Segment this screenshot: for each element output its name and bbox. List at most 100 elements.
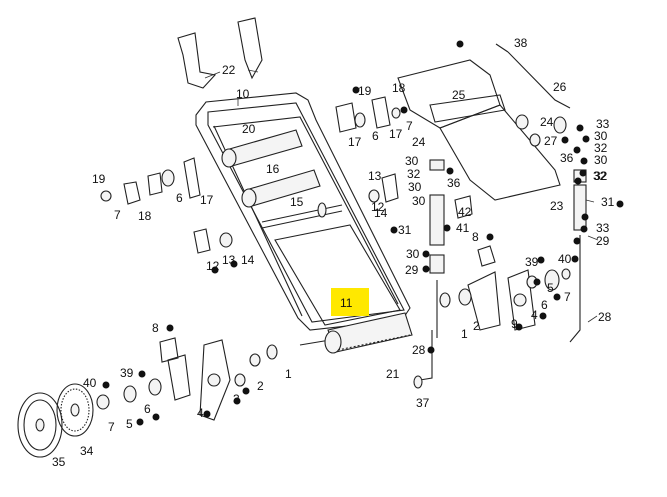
callout-32: 32 — [593, 169, 607, 183]
marker-dot — [580, 225, 588, 233]
callout-5: 5 — [547, 281, 554, 295]
marker-dot — [456, 40, 464, 48]
callout-2: 2 — [473, 319, 480, 333]
marker-dot — [203, 410, 211, 418]
marker-dot — [242, 387, 250, 395]
hardware-upper-left — [100, 157, 233, 254]
callout-21: 21 — [386, 367, 400, 381]
callout-8: 8 — [472, 230, 479, 244]
callout-24: 24 — [412, 135, 426, 149]
marker-dot — [616, 200, 624, 208]
marker-dot — [571, 255, 579, 263]
callout-2: 2 — [257, 379, 264, 393]
marker-dot — [573, 237, 581, 245]
belt — [274, 224, 401, 326]
callout-12: 12 — [371, 200, 385, 214]
callout-24: 24 — [540, 115, 554, 129]
callout-31: 31 — [601, 195, 615, 209]
callout-5: 5 — [126, 417, 133, 431]
roller-20 — [221, 129, 303, 168]
callout-41: 41 — [456, 221, 470, 235]
callout-6: 6 — [372, 129, 379, 143]
callout-34: 34 — [80, 444, 94, 458]
marker-dot — [581, 213, 589, 221]
callout-29: 29 — [596, 234, 610, 248]
hardware-left — [96, 337, 278, 410]
marker-dot — [579, 169, 587, 177]
crank-28 — [413, 330, 433, 389]
callout-32: 32 — [594, 141, 608, 155]
marker-dot — [537, 256, 545, 264]
side-plate-left — [199, 339, 231, 421]
callout-30: 30 — [405, 154, 419, 168]
callout-4: 4 — [531, 308, 538, 322]
callout-3: 3 — [233, 392, 240, 406]
hardware-upper-right — [335, 96, 401, 203]
callout-17: 17 — [389, 127, 403, 141]
marker-dot — [102, 381, 110, 389]
marker-dot — [230, 260, 238, 268]
callout-30: 30 — [412, 194, 426, 208]
callout-6: 6 — [144, 402, 151, 416]
callout-12: 12 — [206, 259, 220, 273]
marker-dot — [427, 346, 435, 354]
callout-28: 28 — [598, 310, 612, 324]
callout-1: 1 — [285, 367, 292, 381]
callout-13: 13 — [222, 253, 236, 267]
callout-1: 1 — [461, 327, 468, 341]
bracket-22 — [177, 17, 263, 89]
pulley-34 — [56, 383, 94, 437]
callout-29: 29 — [405, 263, 419, 277]
callout-8: 8 — [152, 321, 159, 335]
marker-dot — [390, 226, 398, 234]
marker-dots — [102, 40, 624, 426]
callout-9: 9 — [511, 317, 518, 331]
pulley-35 — [17, 392, 63, 458]
callout-40: 40 — [558, 252, 572, 266]
callout-10: 10 — [236, 87, 250, 101]
marker-dot — [422, 250, 430, 258]
marker-dot — [553, 293, 561, 301]
marker-dot — [233, 397, 241, 405]
callout-15: 15 — [290, 195, 304, 209]
callout-36: 36 — [447, 176, 461, 190]
marker-dot — [136, 418, 144, 426]
marker-dot — [576, 124, 584, 132]
callout-36: 36 — [560, 151, 574, 165]
marker-dot — [166, 324, 174, 332]
callout-30: 30 — [408, 180, 422, 194]
spring-stack-center — [429, 159, 445, 338]
marker-dot — [533, 278, 541, 286]
shaft-15 — [261, 202, 343, 229]
marker-dot — [539, 312, 547, 320]
marker-dot — [400, 106, 408, 114]
callout-6: 6 — [176, 191, 183, 205]
callout-17: 17 — [348, 135, 362, 149]
callout-31: 31 — [398, 223, 412, 237]
marker-dot — [211, 266, 219, 274]
callout-30: 30 — [594, 153, 608, 167]
callout-11: 11 — [340, 296, 353, 310]
callout-32: 32 — [594, 169, 608, 183]
callout-4: 4 — [197, 406, 204, 420]
marker-dot — [352, 86, 360, 94]
callout-37: 37 — [416, 396, 430, 410]
callout-30: 30 — [594, 129, 608, 143]
callout-40: 40 — [83, 376, 97, 390]
callout-16: 16 — [266, 162, 280, 176]
marker-dot — [582, 135, 590, 143]
callout-23: 23 — [550, 199, 564, 213]
marker-dot — [446, 167, 454, 175]
callout-33: 33 — [596, 117, 610, 131]
callout-39: 39 — [525, 255, 539, 269]
callout-32: 32 — [407, 167, 421, 181]
callout-14: 14 — [374, 206, 388, 220]
callout-18: 18 — [138, 209, 152, 223]
callout-30: 30 — [406, 247, 420, 261]
callout-26: 26 — [553, 80, 567, 94]
callout-7: 7 — [114, 208, 121, 222]
marker-dot — [486, 233, 494, 241]
callout-6: 6 — [541, 298, 548, 312]
